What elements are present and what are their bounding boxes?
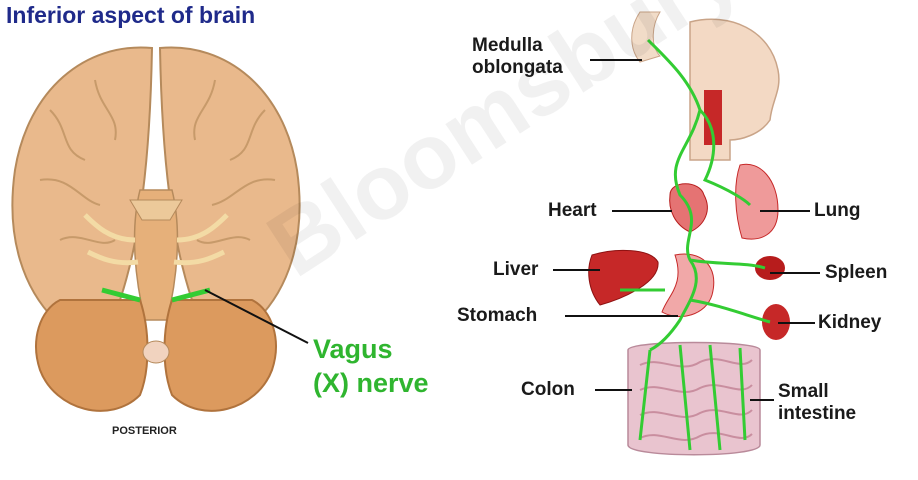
- cerebrum-left-hemisphere: [12, 47, 152, 320]
- brain-sliver: [632, 12, 660, 62]
- cerebellum-left: [36, 300, 147, 411]
- lung-shape: [736, 164, 778, 239]
- heart-label: Heart: [548, 200, 597, 222]
- diagram-title: Inferior aspect of brain: [6, 2, 255, 29]
- head-profile: [690, 19, 779, 160]
- vagus-label-line2: (X) nerve: [313, 366, 429, 400]
- liver-shape: [589, 250, 658, 305]
- liver-label: Liver: [493, 259, 538, 281]
- kidney-label: Kidney: [818, 312, 881, 334]
- brain-illustration: [12, 47, 308, 410]
- posterior-caption: POSTERIOR: [112, 425, 177, 437]
- stomach-label: Stomach: [457, 305, 537, 327]
- colon-label: Colon: [521, 379, 575, 401]
- spinal-cord-section: [143, 341, 169, 363]
- spleen-label: Spleen: [825, 262, 887, 284]
- small-intestine-label: Small intestine: [778, 381, 856, 425]
- medulla-label-line2: oblongata: [472, 57, 563, 79]
- vagus-label-line1: Vagus: [313, 332, 429, 366]
- lung-label: Lung: [814, 200, 860, 222]
- medulla-label-line1: Medulla: [472, 35, 563, 57]
- vagus-nerve-label: Vagus (X) nerve: [313, 332, 429, 400]
- small-intestine-line1: Small: [778, 381, 856, 403]
- cerebrum-right-hemisphere: [160, 47, 300, 320]
- medulla-label: Medulla oblongata: [472, 35, 563, 79]
- small-intestine-line2: intestine: [778, 403, 856, 425]
- cerebellum-right: [165, 300, 276, 411]
